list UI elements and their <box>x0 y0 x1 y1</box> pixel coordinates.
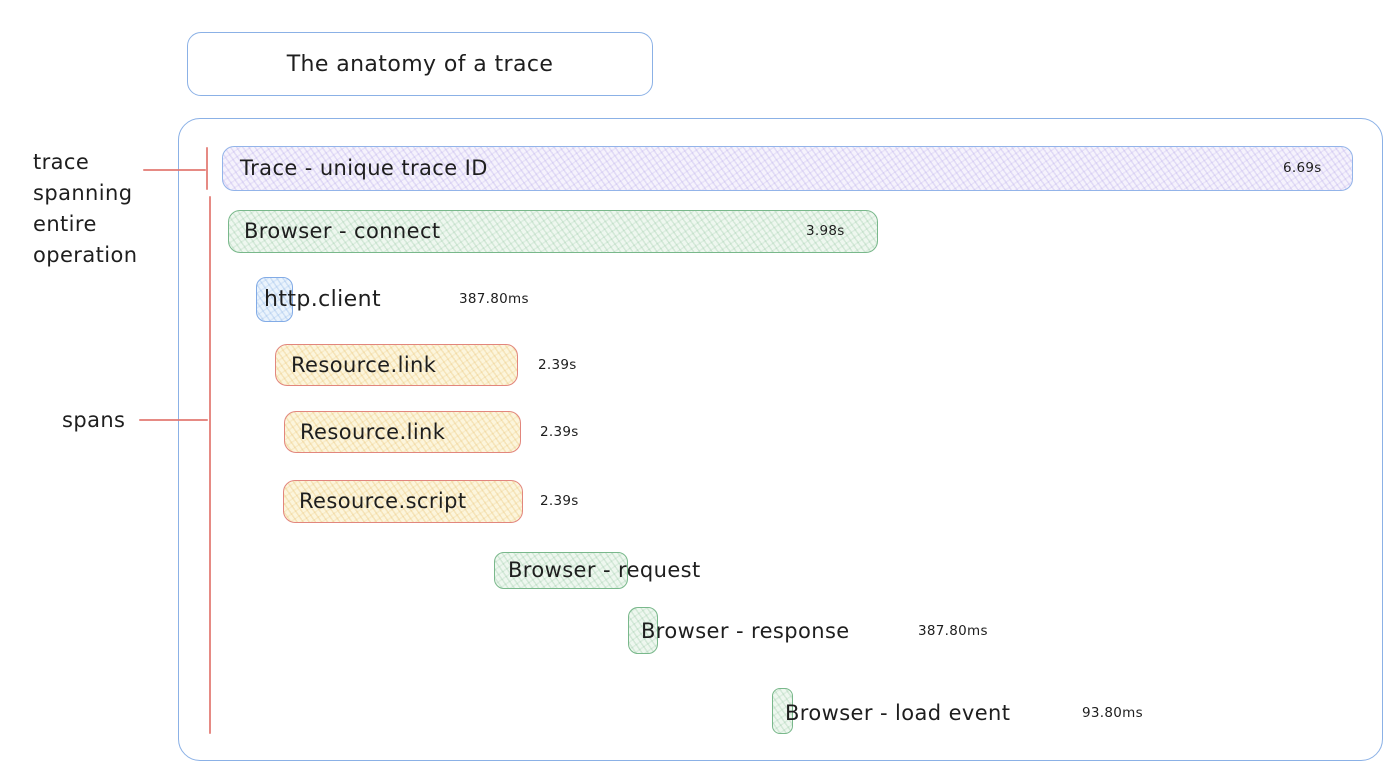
trace-bar-label: Trace - unique trace ID <box>240 156 488 180</box>
span-label-browser-load-event: Browser - load event <box>785 701 1011 725</box>
span-label-http-client: http.client <box>264 287 381 312</box>
span-label-resource-link-2: Resource.link <box>300 420 446 444</box>
span-duration-browser-connect: 3.98s <box>806 223 845 239</box>
annotation-spans: spans <box>62 408 126 432</box>
span-duration-http-client: 387.80ms <box>459 291 529 307</box>
page-title: The anatomy of a trace <box>286 51 554 77</box>
span-duration-resource-script: 2.39s <box>540 493 579 509</box>
span-bar-browser-connect <box>228 210 878 253</box>
trace-bar <box>222 146 1353 191</box>
span-bar-resource-script <box>283 480 523 523</box>
span-bar-resource-link-1 <box>275 344 518 386</box>
span-bar-browser-load-event <box>772 688 793 734</box>
span-bar-http-client <box>256 277 293 322</box>
spans-note-connector-line <box>139 419 208 421</box>
span-duration-resource-link-1: 2.39s <box>538 357 577 373</box>
span-label-browser-response: Browser - response <box>641 619 850 643</box>
span-label-resource-link-1: Resource.link <box>291 353 437 377</box>
spans-bracket-line <box>209 196 211 734</box>
span-label-browser-connect: Browser - connect <box>244 219 441 243</box>
span-duration-resource-link-2: 2.39s <box>540 424 579 440</box>
title-box <box>187 32 653 96</box>
span-duration-browser-load-event: 93.80ms <box>1082 705 1143 721</box>
trace-note-connector-line <box>143 169 206 171</box>
span-bar-browser-response <box>628 607 658 654</box>
span-label-browser-request: Browser - request <box>508 558 701 582</box>
trace-note-tick-line <box>206 147 208 190</box>
span-bar-resource-link-2 <box>284 411 521 453</box>
trace-duration: 6.69s <box>1283 160 1322 176</box>
span-duration-browser-response: 387.80ms <box>918 623 988 639</box>
span-label-resource-script: Resource.script <box>299 489 467 513</box>
span-bar-browser-request <box>494 552 628 589</box>
annotation-trace-spanning: trace spanning entire operation <box>33 150 138 267</box>
